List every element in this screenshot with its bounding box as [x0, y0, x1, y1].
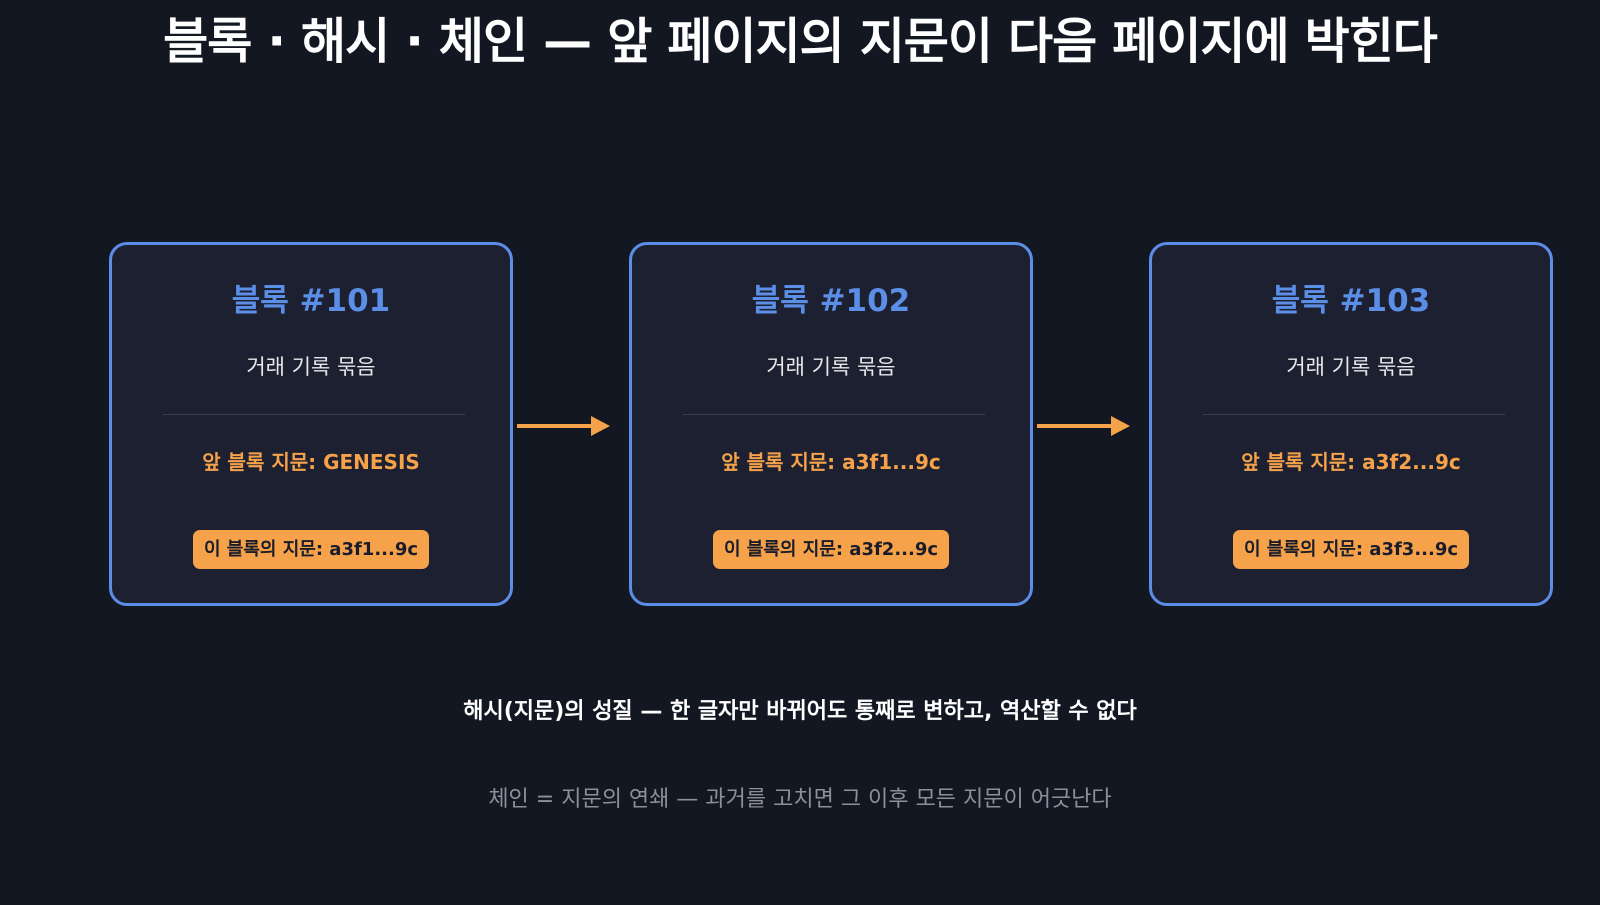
own-hash-wrap: 이 블록의 지문: a3f2...9c — [632, 530, 1030, 569]
arrow-right-icon — [517, 416, 610, 436]
previous-hash-label: 앞 블록 지문: GENESIS — [202, 450, 420, 474]
block-subtitle: 거래 기록 묶음 — [246, 355, 376, 379]
previous-hash-label: 앞 블록 지문: a3f2...9c — [1241, 450, 1461, 474]
block-subtitle: 거래 기록 묶음 — [766, 355, 896, 379]
block-title: 블록 #101 — [231, 283, 391, 319]
own-hash-badge: 이 블록의 지문: a3f2...9c — [712, 530, 950, 569]
own-hash-wrap: 이 블록의 지문: a3f1...9c — [112, 530, 510, 569]
hash-property-note: 해시(지문)의 성질 — 한 글자만 바뀌어도 통째로 변하고, 역산할 수 없… — [463, 699, 1137, 724]
block-card-101: 블록 #101 거래 기록 묶음 앞 블록 지문: GENESIS 이 블록의 … — [109, 242, 513, 606]
previous-hash-label: 앞 블록 지문: a3f1...9c — [721, 450, 941, 474]
page-title: 블록 · 해시 · 체인 — 앞 페이지의 지문이 다음 페이지에 박힌다 — [163, 13, 1438, 70]
block-subtitle: 거래 기록 묶음 — [1286, 355, 1416, 379]
own-hash-badge: 이 블록의 지문: a3f3...9c — [1232, 530, 1470, 569]
block-title: 블록 #103 — [1271, 283, 1431, 319]
block-divider — [683, 414, 985, 415]
block-title: 블록 #102 — [751, 283, 911, 319]
block-card-102: 블록 #102 거래 기록 묶음 앞 블록 지문: a3f1...9c 이 블록… — [629, 242, 1033, 606]
own-hash-wrap: 이 블록의 지문: a3f3...9c — [1152, 530, 1550, 569]
block-divider — [163, 414, 465, 415]
own-hash-badge: 이 블록의 지문: a3f1...9c — [192, 530, 430, 569]
arrow-right-icon — [1037, 416, 1130, 436]
chain-definition-note: 체인 = 지문의 연쇄 — 과거를 고치면 그 이후 모든 지문이 어긋난다 — [488, 787, 1112, 812]
block-divider — [1203, 414, 1505, 415]
block-card-103: 블록 #103 거래 기록 묶음 앞 블록 지문: a3f2...9c 이 블록… — [1149, 242, 1553, 606]
